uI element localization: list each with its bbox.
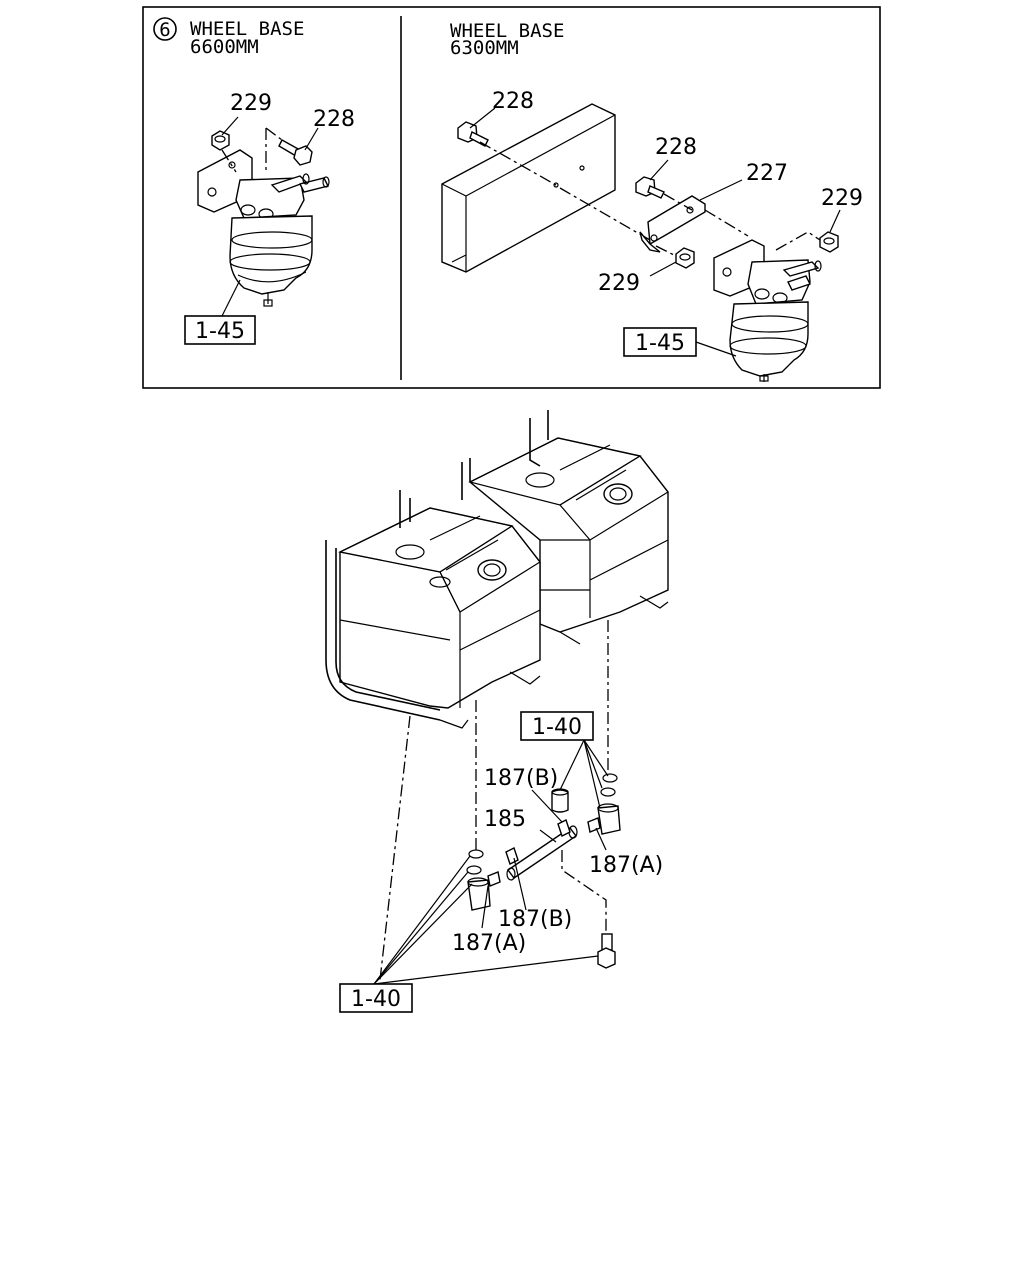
callout-185: 185 (484, 807, 526, 832)
callout-top-1-40: 1-40 (532, 715, 582, 740)
top-ref-box (520, 711, 594, 741)
hose-clip-187b-top (531, 788, 571, 837)
left-fuel-filter (197, 149, 330, 307)
union-187a-right (587, 803, 621, 851)
bracket-bolt-228 (635, 159, 669, 199)
left-ref-box (184, 315, 256, 345)
bracket-227 (639, 179, 743, 253)
right-header-line2: 6300MM (450, 37, 519, 59)
callout-bottom-229: 229 (598, 271, 640, 296)
leaders-bottom-1-40 (373, 855, 599, 985)
rail-bolt-228 (457, 107, 496, 147)
callout-left-228: 228 (313, 107, 355, 132)
callout-187b-bottom: 187(B) (498, 907, 572, 932)
callout-227: 227 (746, 161, 788, 186)
hose-clip-187b-bottom (505, 847, 527, 911)
callout-left-229: 229 (230, 91, 272, 116)
right-fuel-filter (713, 239, 822, 382)
callout-rail-228: 228 (492, 89, 534, 114)
callout-right-1-45: 1-45 (635, 331, 685, 356)
callout-bottom-1-40: 1-40 (351, 987, 401, 1012)
right-ref-box (623, 327, 697, 357)
callout-right-229: 229 (821, 186, 863, 211)
fuel-tank-front (325, 490, 541, 729)
frame-rail (441, 103, 616, 273)
union-187a-left (467, 871, 501, 929)
left-bolt-228 (278, 127, 319, 166)
section-marker: 6 (153, 17, 177, 41)
callout-187b-top: 187(B) (484, 766, 558, 791)
left-header-line1: WHEEL BASE (190, 18, 304, 40)
drain-bolt (597, 933, 616, 969)
nut-229-bottom (649, 247, 695, 277)
inset-frame (142, 6, 881, 389)
section-marker-label: 6 (159, 19, 170, 41)
bottom-ref-box (339, 983, 413, 1013)
washers-left (466, 849, 484, 875)
left-header-line2: 6600MM (190, 36, 259, 58)
callout-187a-right: 187(A) (589, 853, 663, 878)
right-header-line1: WHEEL BASE (450, 20, 564, 42)
leaders-top-1-40 (559, 739, 609, 809)
nut-229-right (819, 209, 841, 253)
left-nut-229 (211, 116, 239, 151)
callout-187a-left: 187(A) (452, 931, 526, 956)
callout-left-1-45: 1-45 (195, 319, 245, 344)
washers-right (600, 773, 618, 797)
callout-bracket-228: 228 (655, 135, 697, 160)
